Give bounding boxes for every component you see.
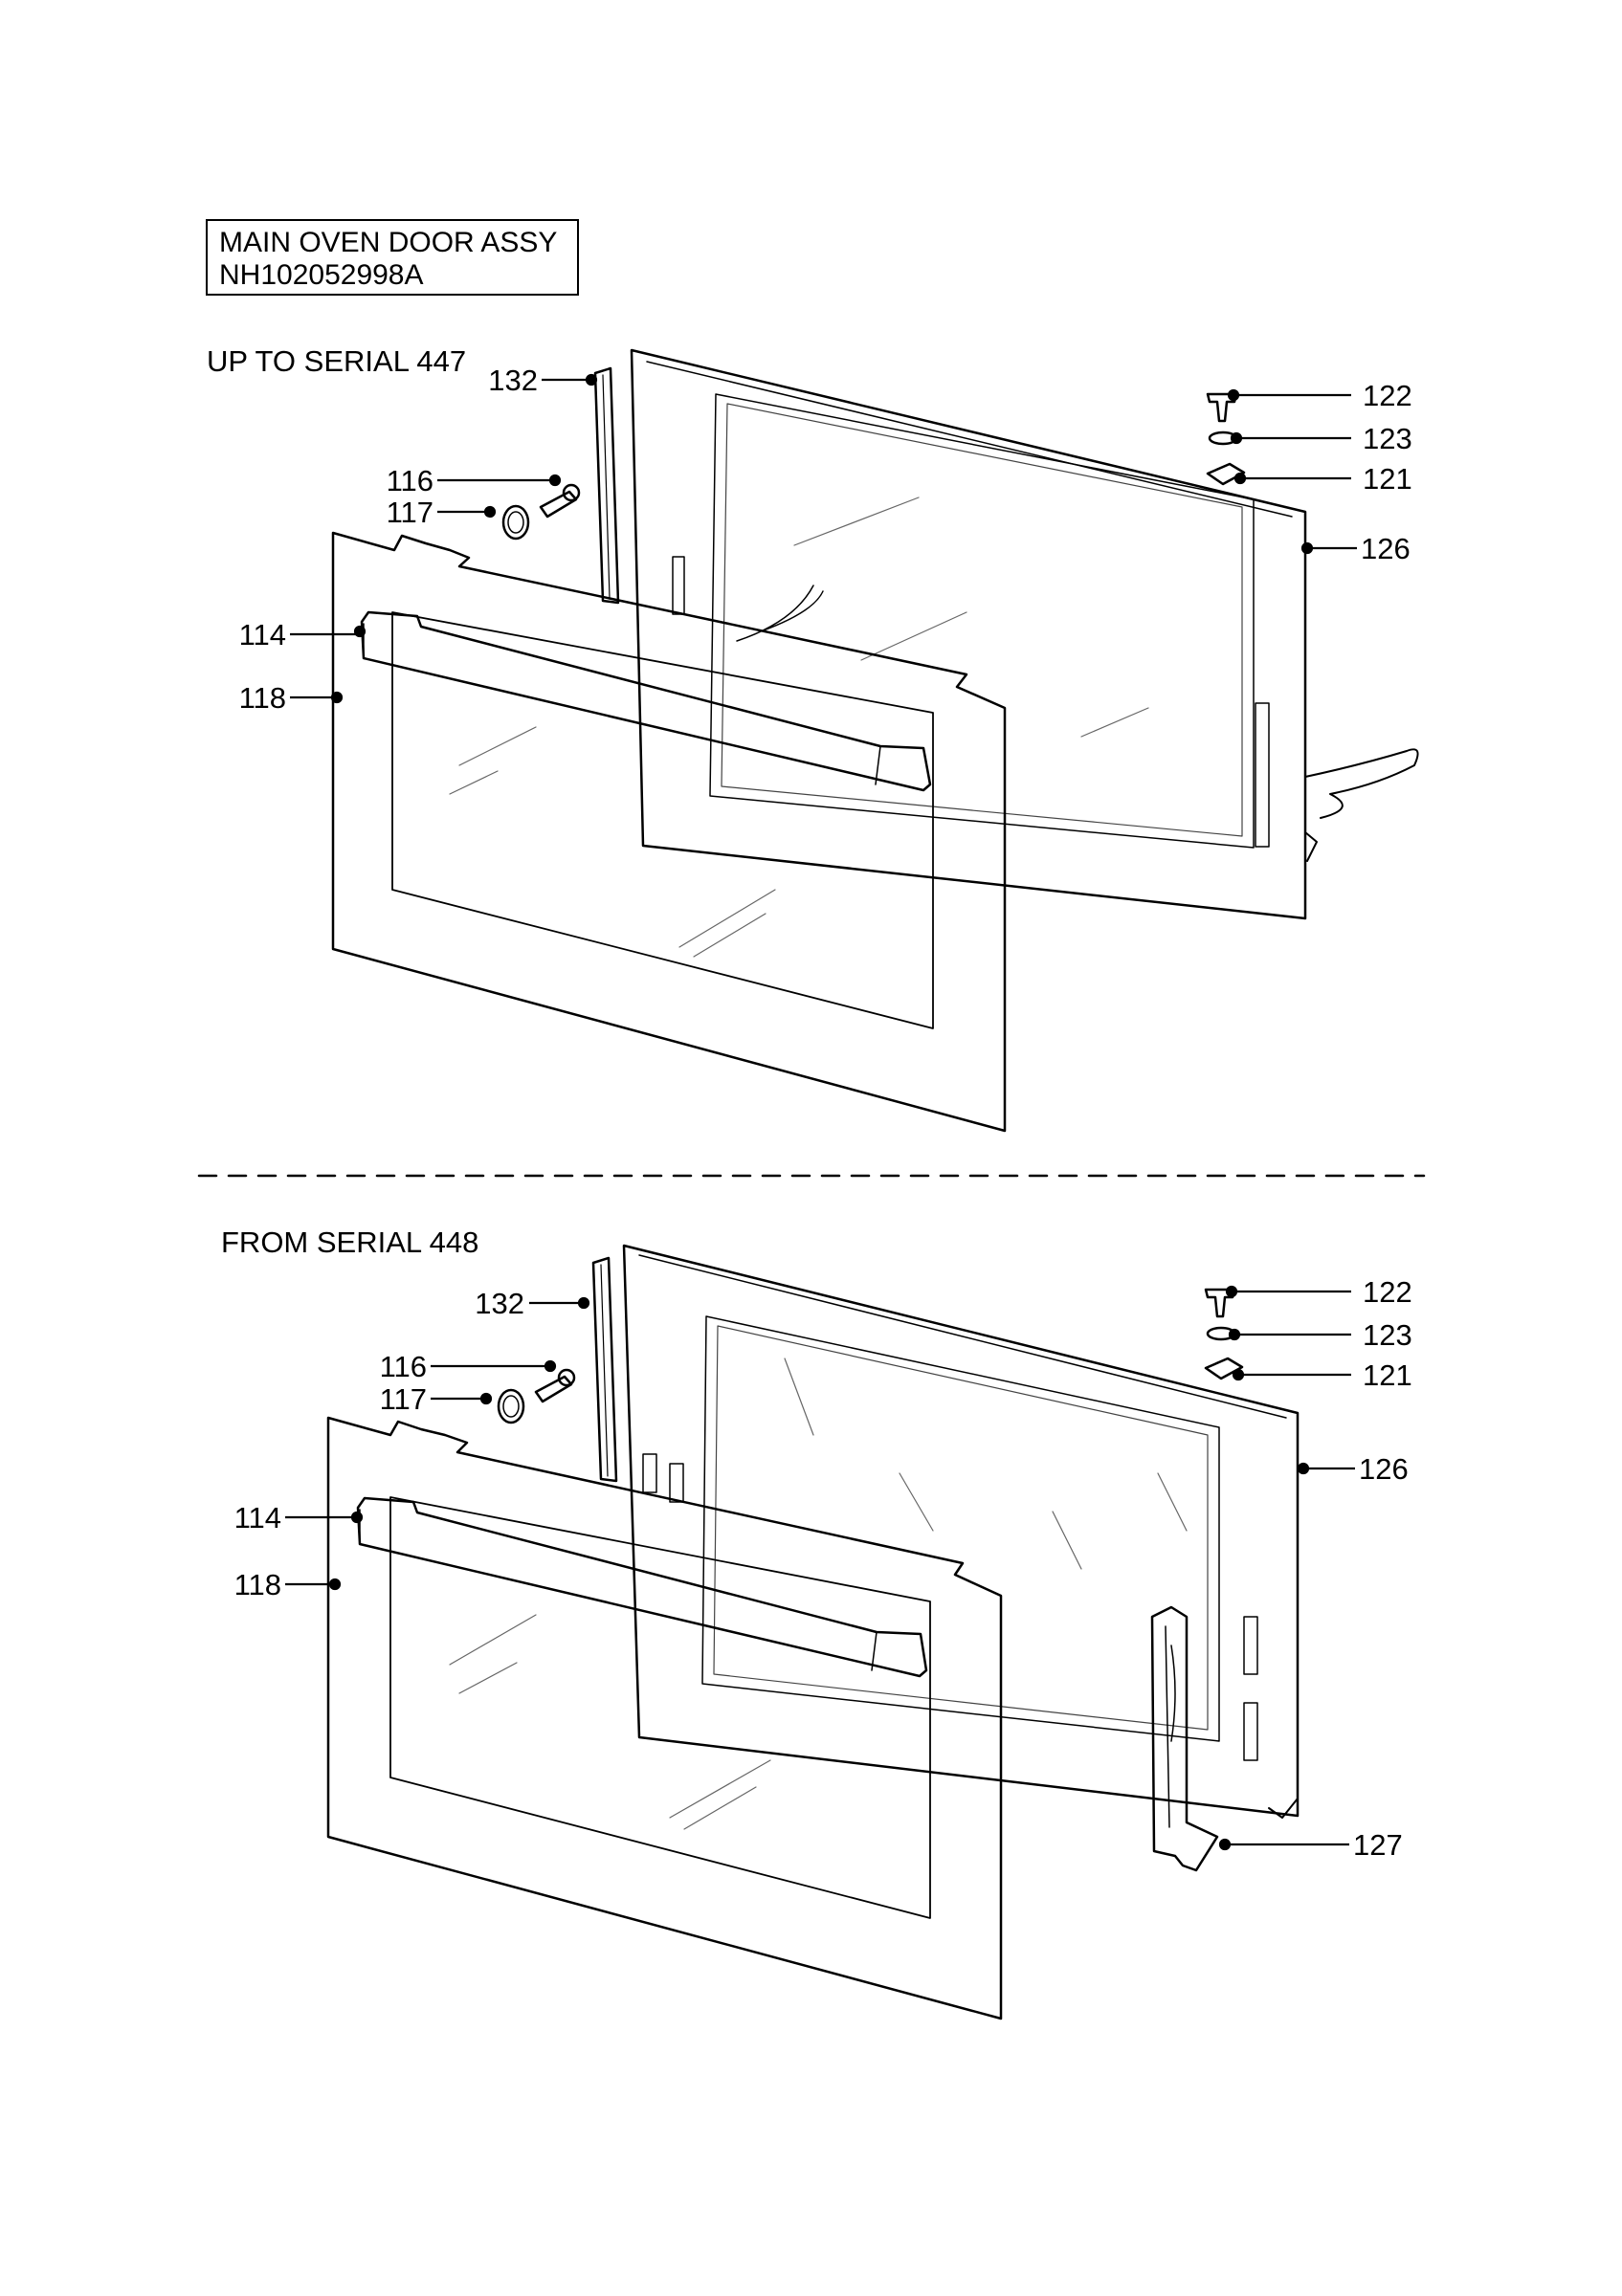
upper-rear-panel	[630, 348, 1419, 920]
upper-screw-116	[539, 483, 581, 519]
callout-126-upper: 126	[1361, 532, 1411, 565]
lower-hinge-127	[1150, 1605, 1219, 1872]
upper-gasket-strip	[593, 366, 620, 605]
callout-123-lower: 123	[1363, 1318, 1412, 1352]
callout-126-lower: 126	[1359, 1452, 1409, 1486]
section-label-lower: FROM SERIAL 448	[221, 1225, 479, 1259]
callout-114-upper: 114	[238, 618, 286, 651]
upper-washer-117	[501, 504, 530, 541]
callout-122-upper: 122	[1363, 379, 1412, 412]
callout-132-lower: 132	[475, 1287, 524, 1320]
callout-118-lower: 118	[233, 1568, 281, 1601]
leader-dot	[585, 373, 598, 386]
lower-rear-panel	[622, 1244, 1300, 1819]
callout-121-lower: 121	[1363, 1358, 1412, 1392]
section-label-upper: UP TO SERIAL 447	[207, 344, 467, 378]
callout-117-lower: 117	[379, 1382, 427, 1416]
upper-handle	[360, 610, 932, 792]
callout-127-lower: 127	[1353, 1828, 1403, 1862]
lower-handle	[356, 1496, 928, 1678]
callout-114-lower: 114	[233, 1501, 281, 1534]
title-box: MAIN OVEN DOOR ASSY NH102052998A	[206, 219, 579, 296]
title-line-2: NH102052998A	[219, 259, 424, 291]
callout-116-upper: 116	[386, 464, 433, 497]
callout-132-upper: 132	[488, 364, 538, 397]
lower-screw-116	[534, 1368, 576, 1403]
lower-gasket-strip	[591, 1256, 618, 1483]
callout-121-upper: 121	[1363, 462, 1412, 496]
callout-117-upper: 117	[386, 496, 433, 529]
lower-washer-117	[497, 1388, 525, 1424]
lower-clip-121	[1204, 1357, 1244, 1380]
upper-front-door	[331, 531, 1007, 1133]
upper-clip-121	[1206, 462, 1246, 486]
callout-122-lower: 122	[1363, 1275, 1412, 1309]
callout-118-upper: 118	[238, 681, 286, 715]
callout-116-lower: 116	[379, 1350, 427, 1383]
title-line-1: MAIN OVEN DOOR ASSY	[219, 227, 558, 258]
callout-123-upper: 123	[1363, 422, 1412, 455]
lower-front-door	[326, 1416, 1003, 2020]
